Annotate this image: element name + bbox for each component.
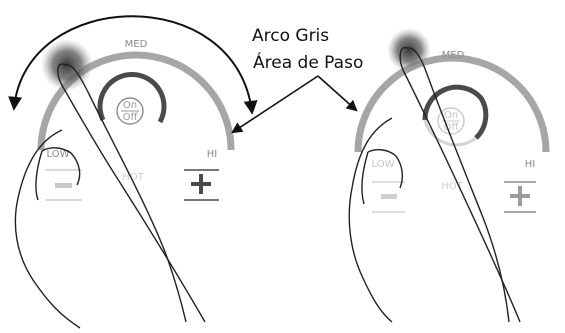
plus-button[interactable]: [504, 181, 536, 213]
swipe-arrow: [8, 15, 258, 115]
low-label: LOW: [47, 149, 70, 160]
hot-label: HOT: [122, 172, 144, 183]
callout-line-2: Área de Paso: [253, 51, 363, 73]
callout-arrow-right: [317, 75, 358, 112]
gray-arc: [354, 54, 550, 153]
on-off-button[interactable]: On Off: [437, 107, 465, 135]
minus-button[interactable]: [372, 181, 405, 213]
med-label: MED: [125, 39, 148, 50]
plus-button[interactable]: [184, 169, 219, 201]
on-off-button[interactable]: On Off: [116, 97, 144, 125]
on-label: On: [444, 110, 458, 121]
callout-line-1: Arco Gris: [252, 26, 329, 46]
on-label: On: [123, 100, 137, 111]
left-control-panel: On Off MED LOW HI HOT: [8, 15, 258, 329]
off-label: Off: [123, 112, 139, 123]
inner-knob-arc: [422, 84, 489, 140]
low-label: LOW: [372, 159, 395, 170]
hot-label: HOT: [441, 181, 463, 192]
finger-touch-spot: [387, 28, 431, 72]
hand-outline: [348, 46, 521, 323]
hand-outline: [14, 63, 206, 329]
inner-knob-arc-faint: [423, 119, 477, 147]
hi-label: HI: [207, 149, 217, 160]
med-label: MED: [442, 50, 465, 61]
callout-arrow-left: [231, 75, 319, 134]
minus-button[interactable]: [45, 169, 82, 201]
off-label: Off: [444, 122, 460, 133]
callout-annotation: Arco Gris Área de Paso: [231, 26, 363, 134]
hi-label: HI: [525, 159, 535, 170]
right-control-panel: On Off MED LOW HI HOT: [348, 28, 550, 323]
